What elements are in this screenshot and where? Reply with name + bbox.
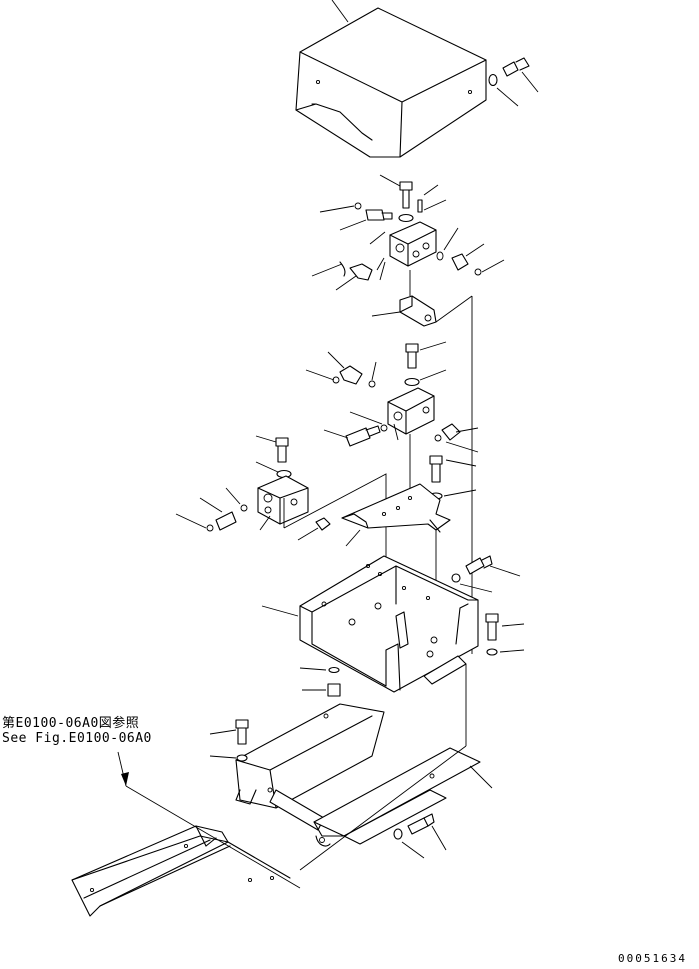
drawing-number: 00051634 xyxy=(618,952,687,965)
small-fasteners xyxy=(299,666,341,697)
cover-bolt xyxy=(488,57,539,107)
reference-note-english: See Fig.E0100-06A0 xyxy=(2,731,152,746)
cover-part xyxy=(295,0,487,158)
reference-arrow xyxy=(117,751,301,889)
tray-box xyxy=(261,555,479,746)
reference-note-japanese: 第E0100-06A0図参照 xyxy=(2,716,140,731)
left-valve-block xyxy=(175,435,387,560)
mounting-plate xyxy=(341,483,451,547)
tray-bolts xyxy=(451,555,525,656)
support-frame xyxy=(209,703,493,859)
small-bracket xyxy=(371,270,437,327)
middle-valve-block xyxy=(305,341,479,518)
rail xyxy=(71,825,291,917)
upper-valve-block xyxy=(311,174,505,291)
